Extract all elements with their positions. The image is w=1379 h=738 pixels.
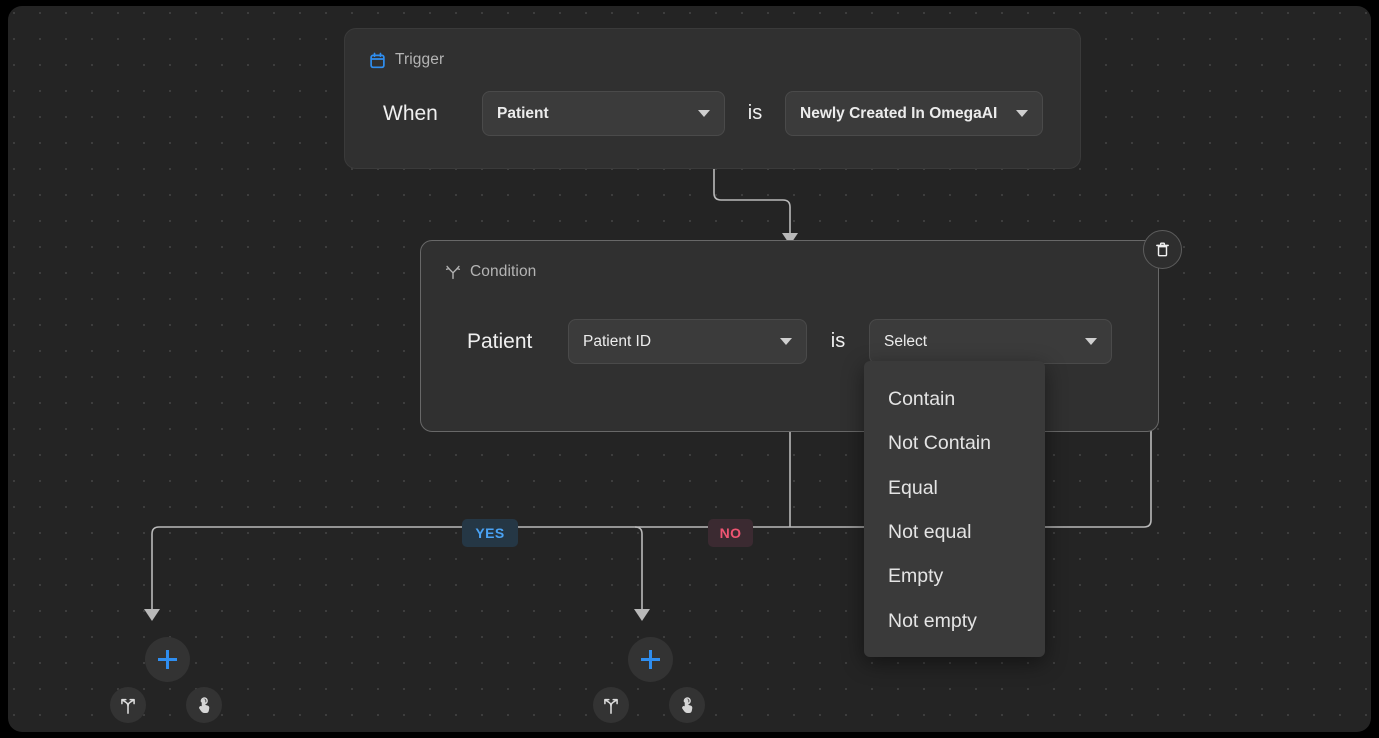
trigger-subject-select[interactable]: Patient — [482, 91, 725, 136]
condition-operator-value: Select — [884, 332, 928, 350]
dropdown-option-contain[interactable]: Contain — [888, 388, 956, 410]
split-branch-icon — [604, 698, 618, 714]
calendar-icon — [369, 52, 386, 69]
branch-label-no: NO — [708, 519, 753, 547]
add-branch-button-yes[interactable] — [110, 687, 146, 723]
add-action-button-no[interactable] — [669, 687, 705, 723]
chevron-down-icon — [1071, 338, 1097, 345]
condition-is-label: is — [830, 330, 846, 352]
condition-delete-button[interactable] — [1143, 230, 1182, 269]
add-branch-button-no[interactable] — [593, 687, 629, 723]
dropdown-option-not-contain[interactable]: Not Contain — [888, 432, 991, 455]
trigger-when-label: When — [383, 101, 438, 125]
trigger-node-header: Trigger — [369, 51, 444, 69]
condition-node-title: Condition — [470, 263, 537, 280]
workflow-canvas[interactable]: Trigger When Patient is Newly Created In… — [8, 6, 1371, 732]
dropdown-option-empty[interactable]: Empty — [888, 565, 944, 588]
plus-icon — [158, 650, 177, 669]
split-branch-icon — [121, 698, 135, 714]
edge-arrow-yes-plus — [144, 609, 160, 621]
chevron-down-icon — [684, 110, 710, 117]
branch-icon — [445, 264, 461, 280]
edge-trigger-to-condition — [713, 163, 791, 234]
add-action-button-yes[interactable] — [186, 687, 222, 723]
condition-node-header: Condition — [445, 263, 536, 281]
edge-no-down — [634, 526, 643, 610]
add-step-button-no[interactable] — [628, 637, 673, 682]
trigger-node-title: Trigger — [395, 51, 445, 68]
plus-icon — [641, 650, 660, 669]
condition-subject-label: Patient — [467, 329, 533, 353]
add-step-button-yes[interactable] — [145, 637, 190, 682]
chevron-down-icon — [766, 338, 792, 345]
trigger-subject-value: Patient — [497, 104, 549, 122]
trigger-node[interactable]: Trigger When Patient is Newly Created In… — [344, 28, 1081, 169]
condition-row: Patient Patient ID is Select — [467, 319, 1112, 364]
condition-operator-select[interactable]: Select — [869, 319, 1112, 364]
condition-node[interactable]: Condition Patient Patient ID is Select — [420, 240, 1159, 432]
branch-label-yes: YES — [462, 519, 518, 547]
trigger-is-label: is — [747, 102, 763, 124]
trigger-event-value: Newly Created In OmegaAI — [800, 104, 998, 122]
dropdown-option-not-equal[interactable]: Not equal — [888, 520, 972, 543]
tap-hand-icon — [682, 697, 693, 714]
condition-field-value: Patient ID — [583, 332, 652, 350]
trigger-event-select[interactable]: Newly Created In OmegaAI — [785, 91, 1043, 136]
dropdown-option-equal[interactable]: Equal — [888, 476, 938, 499]
chevron-down-icon — [1002, 110, 1028, 117]
dropdown-option-not-empty[interactable]: Not empty — [888, 609, 977, 632]
condition-field-select[interactable]: Patient ID — [568, 319, 807, 364]
trigger-row: When Patient is Newly Created In OmegaAI — [383, 91, 1043, 136]
trash-icon — [1156, 242, 1169, 257]
tap-hand-icon — [199, 697, 210, 714]
edge-arrow-no-plus — [634, 609, 650, 621]
operator-dropdown-menu[interactable]: Contain Not Contain Equal Not equal Empt… — [864, 361, 1045, 657]
